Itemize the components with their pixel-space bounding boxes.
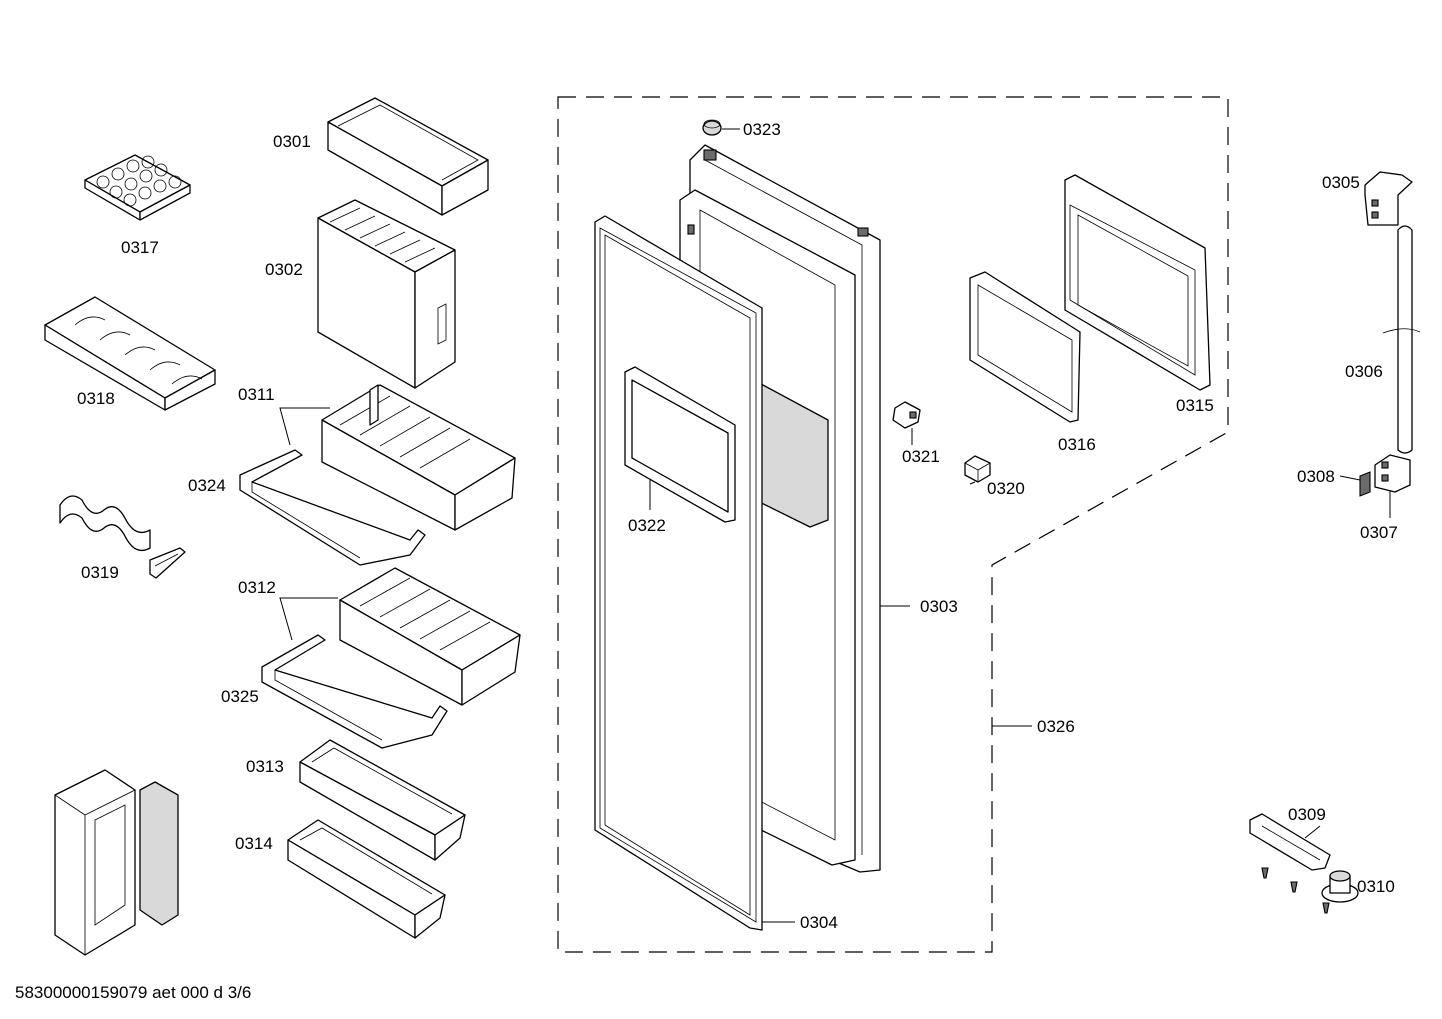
clip-part <box>892 401 921 429</box>
label-0325: 0325 <box>221 687 259 706</box>
hinge-top-part <box>1364 171 1413 226</box>
label-0314: 0314 <box>235 834 273 853</box>
label-0304: 0304 <box>800 913 838 932</box>
hinge-cap-part <box>702 119 722 136</box>
label-0324: 0324 <box>188 476 226 495</box>
label-0323: 0323 <box>743 120 781 139</box>
screws-part <box>1261 867 1330 914</box>
screw-part <box>1359 471 1371 497</box>
label-0301: 0301 <box>273 132 311 151</box>
door-bin-large-part <box>321 384 516 531</box>
door-gasket-part <box>594 215 763 931</box>
label-0306: 0306 <box>1345 362 1383 381</box>
cabinet-panel-part <box>54 769 179 956</box>
label-0313: 0313 <box>246 757 284 776</box>
block-part <box>964 455 991 483</box>
label-0312: 0312 <box>238 578 276 597</box>
door-shelf-lower-part <box>287 819 446 939</box>
label-0318: 0318 <box>77 389 115 408</box>
label-0305: 0305 <box>1322 173 1360 192</box>
dairy-box-part <box>317 199 456 389</box>
label-0316: 0316 <box>1058 435 1096 454</box>
leveling-foot-part <box>1321 870 1359 903</box>
label-0307: 0307 <box>1360 523 1398 542</box>
hinge-bottom-part <box>1374 454 1411 493</box>
door-bin-medium-part <box>339 567 521 706</box>
dispenser-cover-part <box>969 271 1081 423</box>
label-0317: 0317 <box>121 238 159 257</box>
dispenser-frame-part <box>624 366 736 523</box>
egg-tray-part <box>84 154 191 221</box>
label-0308: 0308 <box>1297 467 1335 486</box>
label-0302: 0302 <box>265 260 303 279</box>
diagram-reference-number: 58300000159079 aet 000 d 3/6 <box>15 983 251 1002</box>
bracket-part <box>1249 813 1331 871</box>
label-0322: 0322 <box>628 516 666 535</box>
butter-compartment-part <box>327 97 489 216</box>
label-0321: 0321 <box>902 447 940 466</box>
label-0315: 0315 <box>1176 396 1214 415</box>
label-0309: 0309 <box>1288 805 1326 824</box>
label-0303: 0303 <box>920 597 958 616</box>
bottle-rack-part <box>59 495 186 579</box>
label-0310: 0310 <box>1357 877 1395 896</box>
bin-shelf-tray-part <box>239 449 426 566</box>
label-0320: 0320 <box>987 479 1025 498</box>
label-0326: 0326 <box>1037 717 1075 736</box>
door-shelf-upper-part <box>299 739 466 861</box>
label-0311: 0311 <box>238 385 275 404</box>
part-labels: 0301 0302 0303 0304 0305 0306 0307 0308 … <box>77 120 1398 932</box>
label-0319: 0319 <box>81 563 119 582</box>
ice-tray-part <box>44 296 216 411</box>
bin-shelf-tray-lower-part <box>261 634 448 749</box>
door-assembly-boundary <box>557 96 1229 953</box>
dispenser-housing-part <box>1064 174 1211 391</box>
leader-lines <box>279 128 1391 923</box>
hinge-rod-part <box>1382 225 1421 454</box>
